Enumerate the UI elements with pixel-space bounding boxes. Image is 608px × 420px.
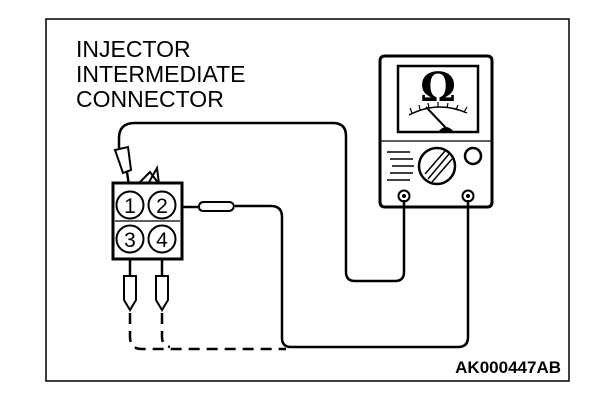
harness-wire-pin-4	[155, 259, 169, 312]
connector-pin-2: 2	[147, 190, 177, 220]
intermediate-connector: 1 2 3 4	[111, 164, 184, 261]
connector-pin-1: 1	[115, 190, 145, 220]
probe-pin-1	[113, 145, 133, 187]
meter-scale-ticks	[409, 102, 468, 114]
title-line-1: INJECTOR	[76, 36, 191, 62]
test-jack-left	[397, 189, 411, 203]
connector-hook	[147, 164, 160, 185]
title-line-3: CONNECTOR	[76, 86, 224, 112]
pin-3-label: 3	[124, 229, 136, 252]
connector-lock-tab	[137, 170, 160, 185]
connector-pin-3: 3	[115, 224, 145, 254]
meter-needle-pivot	[438, 127, 454, 132]
pin-1-label: 1	[124, 195, 136, 218]
pin-2-label: 2	[156, 195, 168, 218]
connector-title: INJECTOR INTERMEDIATE CONNECTOR	[76, 36, 246, 112]
meter-needle	[425, 106, 447, 129]
pin-4-label: 4	[156, 229, 168, 252]
ohmmeter: Ω	[378, 54, 494, 209]
test-lead-left	[117, 121, 406, 283]
zero-adjust-knob	[463, 146, 483, 166]
harness-dashed-path	[128, 313, 286, 351]
title-line-2: INTERMEDIATE	[76, 61, 246, 87]
range-scale-lines	[387, 151, 414, 181]
range-selector-knob	[417, 146, 457, 186]
test-lead-right	[235, 200, 470, 349]
figure-border	[45, 18, 570, 382]
connector-pin-4: 4	[147, 224, 177, 254]
harness-wire-pin-3	[123, 259, 137, 312]
figure-code: AK000447AB	[455, 358, 561, 377]
test-jack-right	[461, 189, 475, 203]
